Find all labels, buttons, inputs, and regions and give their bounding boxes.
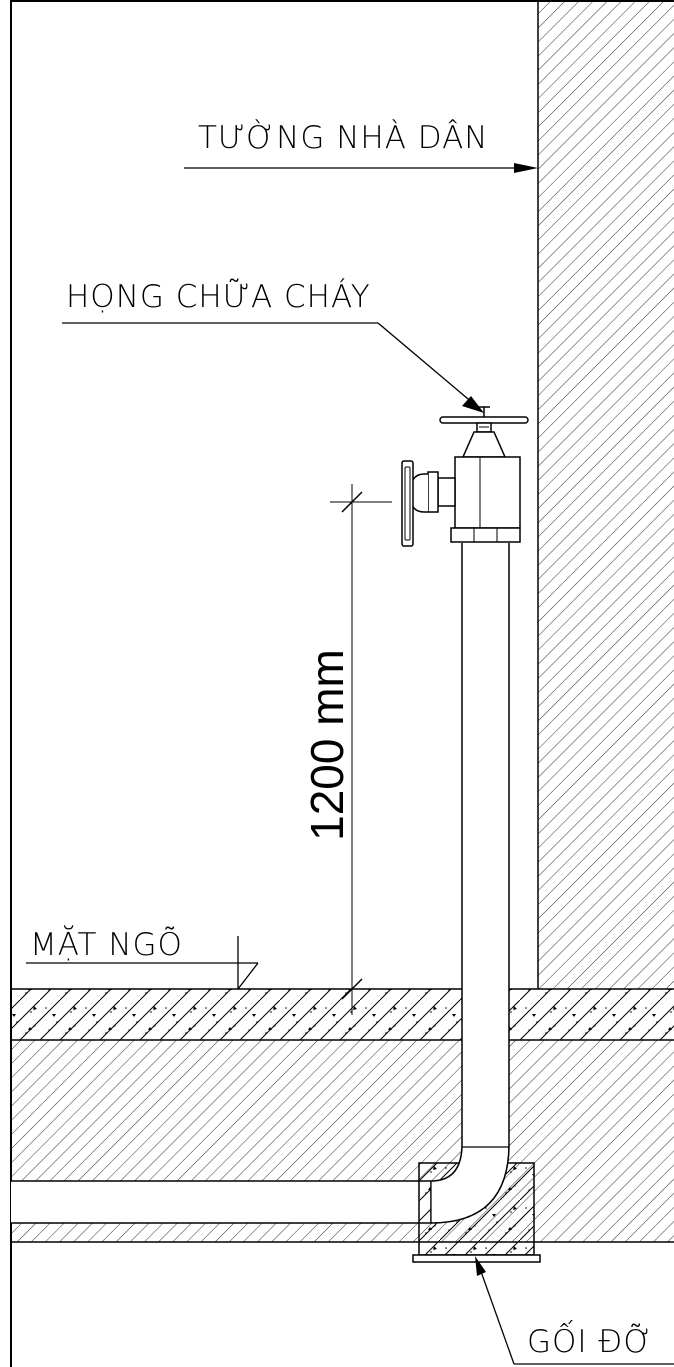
drawing-frame: [10, 0, 674, 1367]
level-marker-icon: [237, 936, 259, 990]
support-arrowhead: [475, 1256, 486, 1276]
dimension-text: 1200 mm: [301, 649, 353, 841]
dimension-line: [330, 484, 392, 1015]
hydrant-arrowhead: [462, 396, 484, 413]
riser-pipe: [431, 543, 509, 1223]
road-surface-layer: [11, 989, 674, 1040]
hydrant-label: HỌNG CHỮA CHÁY: [66, 278, 371, 315]
support-leader: [478, 1265, 515, 1365]
house-wall: [538, 1, 674, 989]
fire-hydrant-valve: [401, 406, 529, 547]
alley-surface-label: MẶT NGÕ: [30, 926, 183, 963]
underground-pipe: [11, 1181, 431, 1223]
support-label: GỐI ĐỠ: [527, 1320, 653, 1360]
hydrant-leader-diagonal: [377, 322, 475, 405]
wall-label: TƯỜNG NHÀ DÂN: [198, 119, 489, 156]
wall-arrowhead: [514, 163, 538, 173]
